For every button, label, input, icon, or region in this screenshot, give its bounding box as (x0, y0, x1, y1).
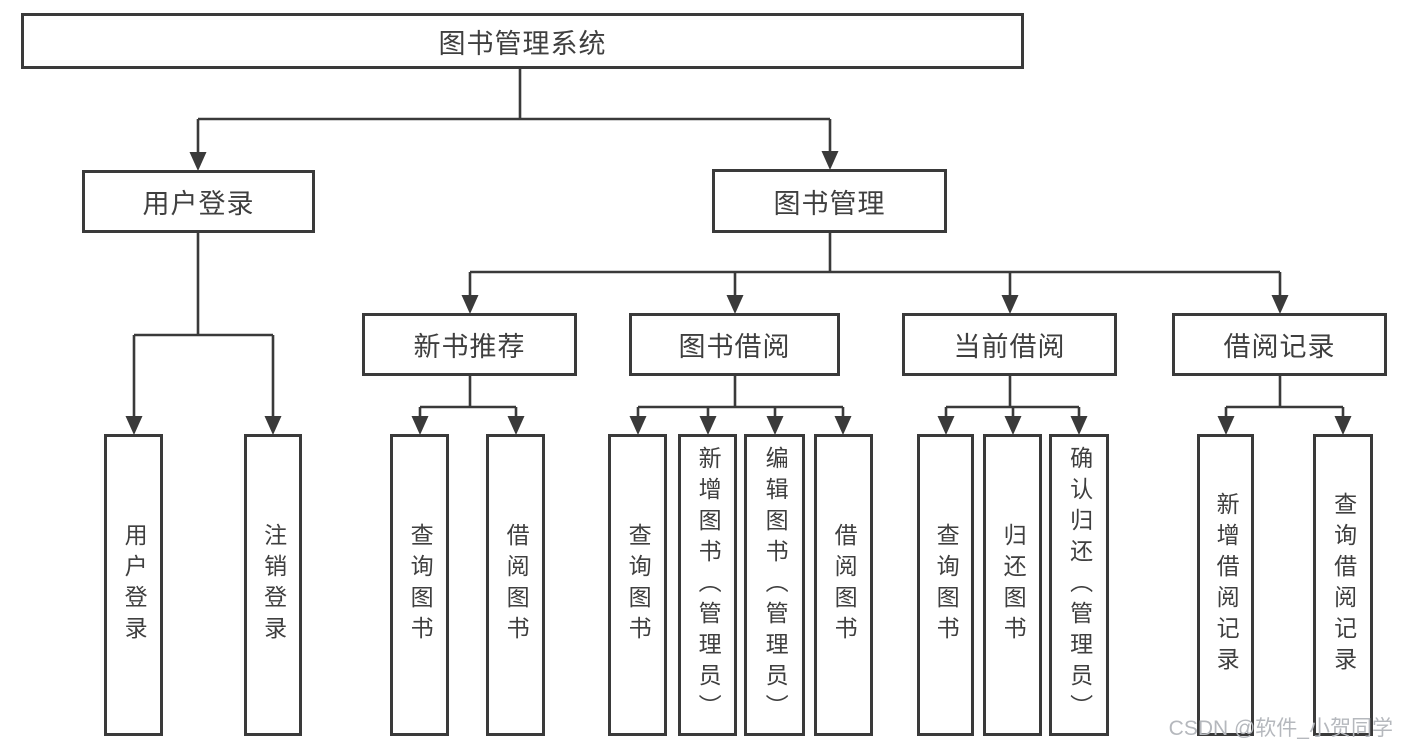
leaf-label: 查询图书 (933, 523, 960, 647)
node-borrow-records: 借阅记录 (1172, 313, 1387, 376)
leaf-label: 编辑图书（管理员） (762, 445, 789, 725)
leaf-user-login: 用户登录 (104, 434, 163, 736)
leaf-label: 确认归还（管理员） (1066, 445, 1093, 725)
node-user-login: 用户登录 (82, 170, 315, 233)
node-current-borrow: 当前借阅 (902, 313, 1117, 376)
leaf-label: 用户登录 (121, 523, 148, 647)
node-root-system: 图书管理系统 (21, 13, 1024, 69)
leaf-query-borrow-record: 查询借阅记录 (1313, 434, 1373, 736)
leaf-label: 借阅图书 (831, 523, 858, 647)
node-book-management: 图书管理 (712, 169, 947, 233)
node-new-book-recommend: 新书推荐 (362, 313, 577, 376)
leaf-return-books: 归还图书 (983, 434, 1042, 736)
leaf-label: 新增借阅记录 (1213, 492, 1240, 678)
leaf-label: 查询借阅记录 (1330, 492, 1357, 678)
leaf-label: 归还图书 (1000, 523, 1027, 647)
leaf-label: 借阅图书 (503, 523, 530, 647)
node-book-borrow: 图书借阅 (629, 313, 840, 376)
leaf-query-books-current: 查询图书 (917, 434, 974, 736)
leaf-borrow-books-recommend: 借阅图书 (486, 434, 545, 736)
leaf-borrow-books: 借阅图书 (814, 434, 873, 736)
leaf-query-books-recommend: 查询图书 (390, 434, 449, 736)
leaf-edit-books-admin: 编辑图书（管理员） (744, 434, 805, 736)
leaf-label: 查询图书 (625, 523, 652, 647)
leaf-logout: 注销登录 (244, 434, 302, 736)
leaf-label: 新增图书（管理员） (695, 445, 722, 725)
leaf-label: 注销登录 (260, 523, 287, 647)
leaf-label: 查询图书 (407, 523, 434, 647)
leaf-query-books-borrow: 查询图书 (608, 434, 667, 736)
leaf-add-borrow-record: 新增借阅记录 (1197, 434, 1254, 736)
leaf-add-books-admin: 新增图书（管理员） (678, 434, 737, 736)
csdn-watermark: CSDN @软件_小贺同学 (1168, 717, 1393, 740)
leaf-confirm-return-admin: 确认归还（管理员） (1049, 434, 1109, 736)
